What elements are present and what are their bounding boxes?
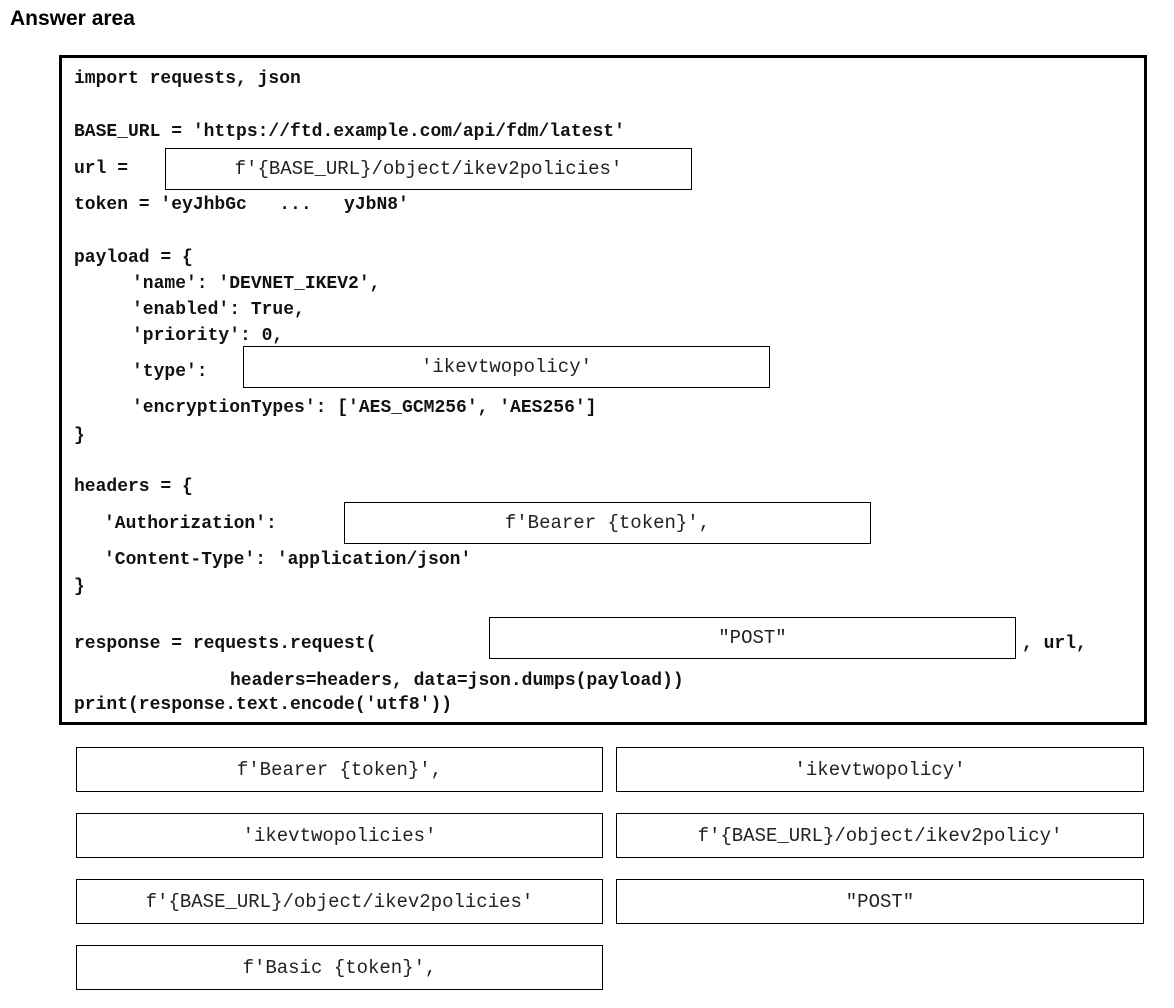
code-line-headers-close: } — [74, 577, 85, 597]
code-line-payload-open: payload = { — [74, 248, 193, 268]
code-line-enabled: 'enabled': True, — [132, 300, 305, 320]
url-drop-target[interactable]: f'{BASE_URL}/object/ikev2policies' — [165, 148, 692, 190]
code-line-authorization-prefix: 'Authorization': — [104, 514, 277, 534]
option-basic-token[interactable]: f'Basic {token}', — [76, 945, 603, 990]
answer-area-heading: Answer area — [10, 7, 135, 30]
type-drop-target[interactable]: 'ikevtwopolicy' — [243, 346, 770, 388]
code-line-response-suffix: , url, — [1022, 634, 1087, 654]
code-line-token: token = 'eyJhbGc ... yJbN8' — [74, 195, 409, 215]
authorization-drop-target[interactable]: f'Bearer {token}', — [344, 502, 871, 544]
option-url-ikev2policy[interactable]: f'{BASE_URL}/object/ikev2policy' — [616, 813, 1144, 858]
code-line-name: 'name': 'DEVNET_IKEV2', — [132, 274, 381, 294]
option-url-ikev2policies[interactable]: f'{BASE_URL}/object/ikev2policies' — [76, 879, 603, 924]
code-line-print: print(response.text.encode('utf8')) — [74, 695, 453, 715]
code-line-response-args: headers=headers, data=json.dumps(payload… — [230, 671, 684, 691]
option-bearer-token[interactable]: f'Bearer {token}', — [76, 747, 603, 792]
code-line-base-url: BASE_URL = 'https://ftd.example.com/api/… — [74, 122, 625, 142]
code-line-headers-open: headers = { — [74, 477, 193, 497]
option-ikevtwopolicy[interactable]: 'ikevtwopolicy' — [616, 747, 1144, 792]
code-line-import: import requests, json — [74, 69, 301, 89]
option-ikevtwopolicies[interactable]: 'ikevtwopolicies' — [76, 813, 603, 858]
code-line-priority: 'priority': 0, — [132, 326, 284, 346]
code-answer-box — [59, 55, 1147, 725]
code-line-url-prefix: url = — [74, 159, 129, 179]
method-drop-target[interactable]: "POST" — [489, 617, 1016, 659]
option-post[interactable]: "POST" — [616, 879, 1144, 924]
code-line-content-type: 'Content-Type': 'application/json' — [104, 550, 472, 570]
code-line-payload-close: } — [74, 426, 85, 446]
code-line-encryption-types: 'encryptionTypes': ['AES_GCM256', 'AES25… — [132, 398, 597, 418]
code-line-response-prefix: response = requests.request( — [74, 634, 377, 654]
code-line-type-prefix: 'type': — [132, 362, 208, 382]
